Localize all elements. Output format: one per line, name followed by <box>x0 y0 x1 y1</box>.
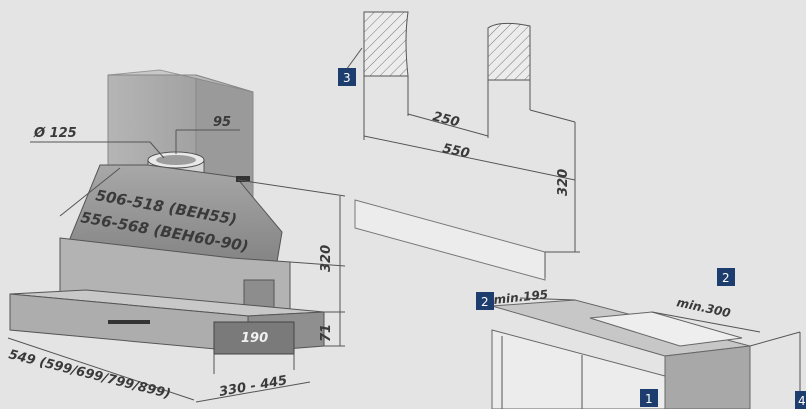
dim-clearance-side: min.195 <box>493 287 549 307</box>
dim-width: 549 (599/699/799/899) <box>7 347 172 402</box>
label-plate <box>236 176 250 182</box>
dim-height-total: 320 <box>319 245 334 272</box>
wall-section <box>345 11 580 281</box>
hood-illustration <box>7 69 346 403</box>
svg-text:2: 2 <box>722 271 730 285</box>
svg-text:2: 2 <box>481 295 489 309</box>
badge-2-left: 2 <box>476 292 494 310</box>
badge-1: 1 <box>640 389 658 407</box>
dim-clearance-front: min.300 <box>675 295 731 320</box>
dim-front-block: 190 <box>241 331 268 346</box>
mounting-plate <box>354 199 546 281</box>
dim-depth-range: 330 - 445 <box>218 373 288 400</box>
svg-text:3: 3 <box>343 71 351 85</box>
wall-right-hatch <box>487 22 531 81</box>
chimney-top <box>107 69 254 93</box>
dim-gap-outer: 550 <box>441 141 471 161</box>
callout-badges: 3 2 2 1 4 <box>338 68 806 409</box>
badge-4: 4 <box>795 391 806 409</box>
cabinet-illustration <box>491 297 801 409</box>
wall-left-hatch <box>363 11 409 77</box>
svg-text:4: 4 <box>798 394 806 408</box>
badge-3: 3 <box>338 68 356 86</box>
wall-dimensions: 250 550 320 <box>431 109 571 196</box>
dim-height-min: 320 <box>556 169 571 196</box>
dim-duct-offset: 95 <box>213 115 231 130</box>
dim-gap-inner: 250 <box>431 109 461 130</box>
cabinet-front <box>491 329 666 409</box>
control-strip <box>108 320 150 324</box>
cabinet-side <box>664 345 751 409</box>
dim-height-body: 71 <box>319 324 334 342</box>
svg-text:1: 1 <box>645 392 653 406</box>
cabinet-top-cutout <box>589 311 743 347</box>
dim-duct-diameter: Ø 125 <box>33 126 77 141</box>
front-block <box>213 321 295 355</box>
badge-2-top: 2 <box>717 268 735 286</box>
